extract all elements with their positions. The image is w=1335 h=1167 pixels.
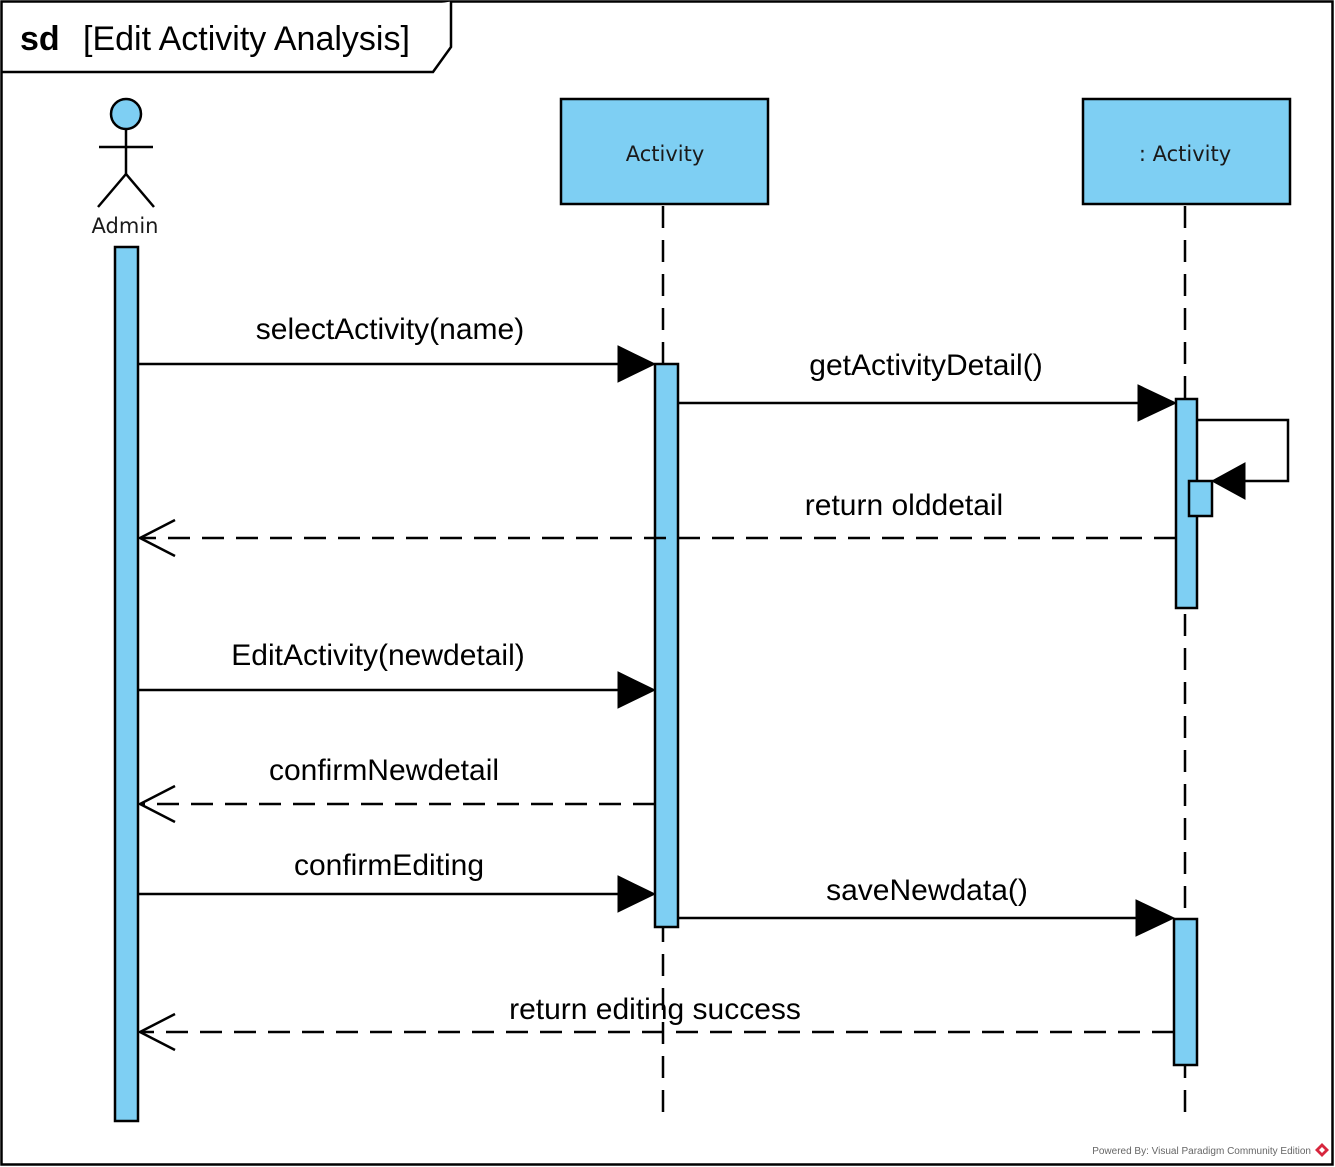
open-arrowhead-icon [137, 518, 176, 558]
message-save-newdata: saveNewdata() [678, 874, 1176, 937]
footer-powered-by: Powered By: Visual Paradigm Community Ed… [1092, 1146, 1311, 1157]
filled-arrowhead-icon [617, 671, 657, 709]
frame-title: [Edit Activity Analysis] [83, 20, 410, 58]
admin-label: Admin [92, 214, 159, 238]
message-label: saveNewdata() [826, 874, 1028, 907]
activity-boundary-label: Activity [626, 142, 705, 166]
message-select-activity: selectActivity(name) [138, 313, 657, 383]
message-confirm-newdetail: confirmNewdetail [137, 754, 655, 824]
message-get-activity-detail: getActivityDetail() [678, 349, 1178, 422]
message-label: return olddetail [805, 489, 1003, 522]
filled-arrowhead-icon [617, 875, 657, 913]
message-label: selectActivity(name) [256, 313, 524, 346]
activity-boundary-box [559, 97, 770, 206]
frame-title-tab [1, 1, 453, 74]
open-arrowhead-icon [137, 784, 176, 824]
filled-arrowhead-icon [1135, 899, 1176, 937]
message-return-editing-success: return editing success [137, 993, 1174, 1052]
activity-entity-label: : Activity [1139, 142, 1231, 166]
message-return-olddetail: return olddetail [137, 489, 1176, 558]
admin-activation-bar [113, 245, 140, 1123]
message-label: return editing success [509, 993, 801, 1026]
frame-keyword: sd [20, 20, 60, 58]
activity-boundary-activation-bar [653, 362, 680, 929]
open-arrowhead-icon [137, 1012, 176, 1052]
message-label: getActivityDetail() [809, 349, 1042, 382]
admin-actor-icon [97, 97, 155, 208]
activity-entity-activation-bar-2 [1172, 917, 1199, 1067]
message-label: EditActivity(newdetail) [231, 639, 524, 672]
filled-arrowhead-icon [1137, 384, 1178, 422]
filled-arrowhead-icon [1210, 462, 1246, 500]
message-label: confirmNewdetail [269, 754, 499, 787]
message-label: confirmEditing [294, 849, 484, 882]
activity-entity-self-activation-bar [1187, 479, 1214, 518]
filled-arrowhead-icon [617, 345, 657, 383]
visual-paradigm-logo-icon [1315, 1143, 1329, 1157]
message-edit-activity: EditActivity(newdetail) [138, 639, 657, 709]
self-message-loop [1197, 418, 1290, 500]
message-confirm-editing: confirmEditing [138, 849, 657, 913]
activity-entity-box [1081, 97, 1292, 206]
